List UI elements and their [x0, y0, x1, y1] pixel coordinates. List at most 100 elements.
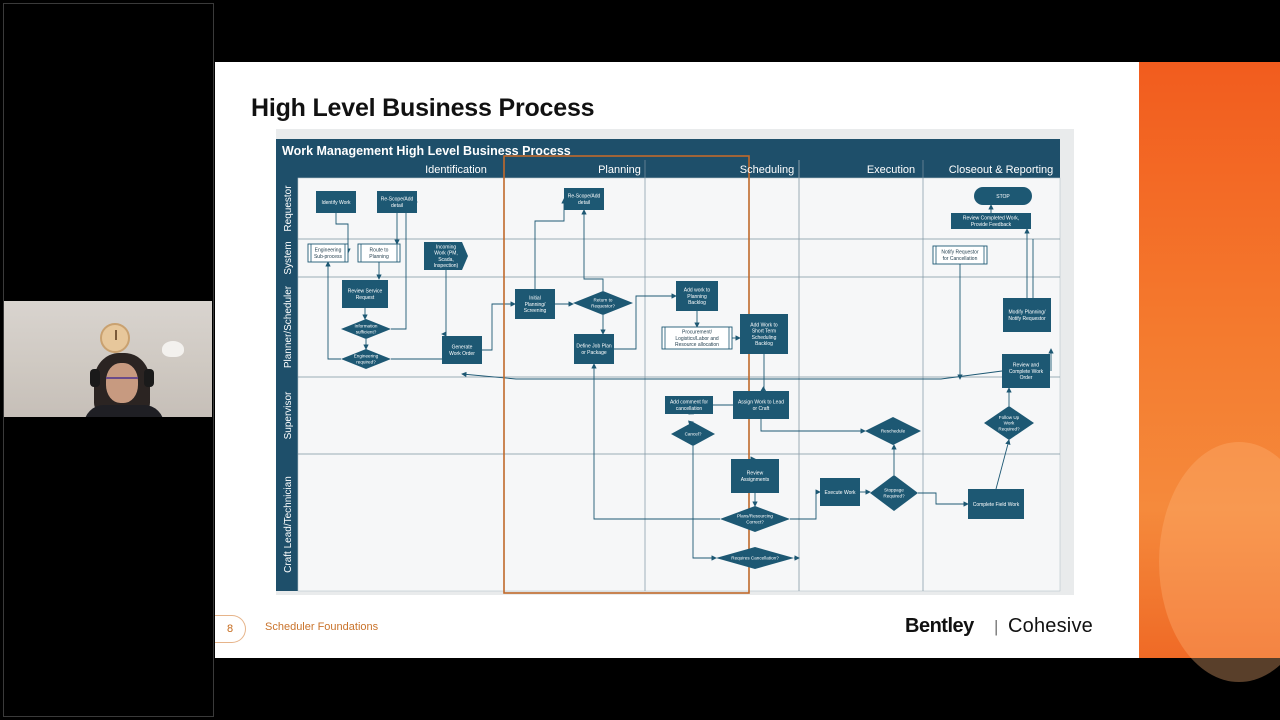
svg-text:sufficient?: sufficient? [356, 330, 377, 335]
node-modify-planning: Modify Planning/Notify Requestor [1003, 298, 1051, 332]
phase-header-3: Execution [867, 164, 915, 176]
svg-text:detail: detail [578, 200, 590, 206]
page-number: 8 [215, 615, 246, 643]
node-cancel: Cancel? [671, 422, 715, 446]
svg-text:Initial: Initial [529, 296, 541, 302]
svg-text:Add work to: Add work to [684, 288, 711, 294]
svg-text:Execute Work: Execute Work [824, 490, 856, 496]
svg-text:Resource allocation: Resource allocation [675, 342, 719, 348]
svg-text:detail: detail [391, 203, 403, 209]
svg-text:Route to: Route to [370, 248, 389, 254]
svg-text:Engineering: Engineering [354, 354, 379, 359]
connector-23 [790, 489, 821, 520]
cohesive-logo: Cohesive [1008, 615, 1093, 637]
svg-text:Review and: Review and [1013, 363, 1039, 369]
phase-header-1: Planning [598, 164, 641, 176]
svg-text:Generate: Generate [452, 345, 473, 351]
svg-text:Sub-process: Sub-process [314, 254, 343, 260]
svg-text:Work Order: Work Order [449, 351, 475, 357]
phase-header-4: Closeout & Reporting [949, 164, 1054, 176]
phase-header-2: Scheduling [740, 164, 794, 176]
svg-text:Modify Planning/: Modify Planning/ [1009, 310, 1047, 316]
svg-text:Work (PM,: Work (PM, [434, 251, 458, 257]
svg-text:Request: Request [356, 295, 375, 301]
svg-text:Incoming: Incoming [436, 244, 457, 250]
swimlane-flowchart: Identify WorkRe-Scope/AdddetailEngineeri… [276, 129, 1074, 595]
lane-label-0: Requestor [283, 185, 294, 232]
svg-text:Scheduling: Scheduling [752, 335, 777, 341]
connector-17 [760, 354, 767, 392]
node-execute-work: Execute Work [820, 478, 860, 506]
svg-text:Order: Order [1020, 375, 1033, 381]
svg-text:cancellation: cancellation [676, 406, 703, 412]
svg-text:Provide Feedback: Provide Feedback [971, 222, 1012, 228]
connector-20 [760, 419, 866, 434]
svg-text:Cancel?: Cancel? [685, 432, 702, 437]
orange-accent-panel [1139, 62, 1280, 682]
node-complete-field-work: Complete Field Work [968, 489, 1024, 519]
svg-text:Identify Work: Identify Work [321, 200, 351, 206]
lane-label-4: Craft Lead/Technician [283, 476, 294, 573]
svg-text:Review Service: Review Service [348, 289, 383, 295]
svg-text:Required?: Required? [998, 426, 1020, 431]
svg-text:Logistics/Labor and: Logistics/Labor and [675, 336, 719, 342]
svg-text:Follow Up: Follow Up [999, 415, 1020, 420]
svg-text:Correct?: Correct? [746, 520, 764, 525]
svg-text:Return to: Return to [594, 298, 613, 303]
svg-text:Complete Work: Complete Work [1009, 369, 1044, 375]
svg-text:Engineering: Engineering [315, 248, 342, 254]
svg-text:Planning: Planning [687, 294, 707, 300]
svg-text:Define Job Plan: Define Job Plan [576, 344, 612, 350]
connector-34 [461, 370, 1003, 380]
svg-text:Procurement/: Procurement/ [682, 330, 713, 336]
svg-text:or Package: or Package [581, 350, 607, 356]
webcam-video [4, 301, 212, 417]
svg-text:Complete Field Work: Complete Field Work [973, 502, 1020, 508]
svg-text:Add comment for: Add comment for [670, 400, 708, 406]
svg-text:required?: required? [356, 360, 376, 365]
node-procurement: Procurement/Logistics/Labor andResource … [661, 326, 733, 350]
svg-text:Re-Scope/Add: Re-Scope/Add [381, 197, 414, 203]
slide-title: High Level Business Process [251, 94, 595, 122]
node-identify-work: Identify Work [316, 191, 356, 213]
svg-text:Scada,: Scada, [438, 257, 454, 263]
svg-text:Notify Requestor: Notify Requestor [941, 250, 979, 256]
svg-text:STOP: STOP [996, 194, 1010, 200]
svg-text:Add Work to: Add Work to [750, 322, 778, 328]
connector-12 [581, 209, 604, 291]
svg-text:Stoppage: Stoppage [884, 488, 904, 493]
svg-text:Assignments: Assignments [741, 477, 770, 483]
svg-text:Reschedule: Reschedule [881, 429, 906, 434]
svg-text:Backlog: Backlog [688, 300, 706, 306]
svg-text:Planning: Planning [369, 254, 389, 260]
diagram-title: Work Management High Level Business Proc… [282, 144, 571, 158]
node-review-completed: Review Completed Work,Provide Feedback [951, 213, 1031, 229]
svg-text:Notify Requestor: Notify Requestor [1008, 316, 1046, 322]
connector-8 [441, 270, 447, 337]
node-stop: STOP [974, 187, 1032, 205]
svg-text:for Cancellation: for Cancellation [943, 256, 978, 262]
svg-text:or Craft: or Craft [753, 406, 770, 412]
node-reschedule: Reschedule [865, 417, 921, 445]
svg-text:Work: Work [1004, 421, 1015, 426]
lamp-icon [162, 341, 184, 357]
svg-text:Requires Cancellation?: Requires Cancellation? [731, 556, 779, 561]
svg-text:Short Term: Short Term [752, 329, 776, 335]
